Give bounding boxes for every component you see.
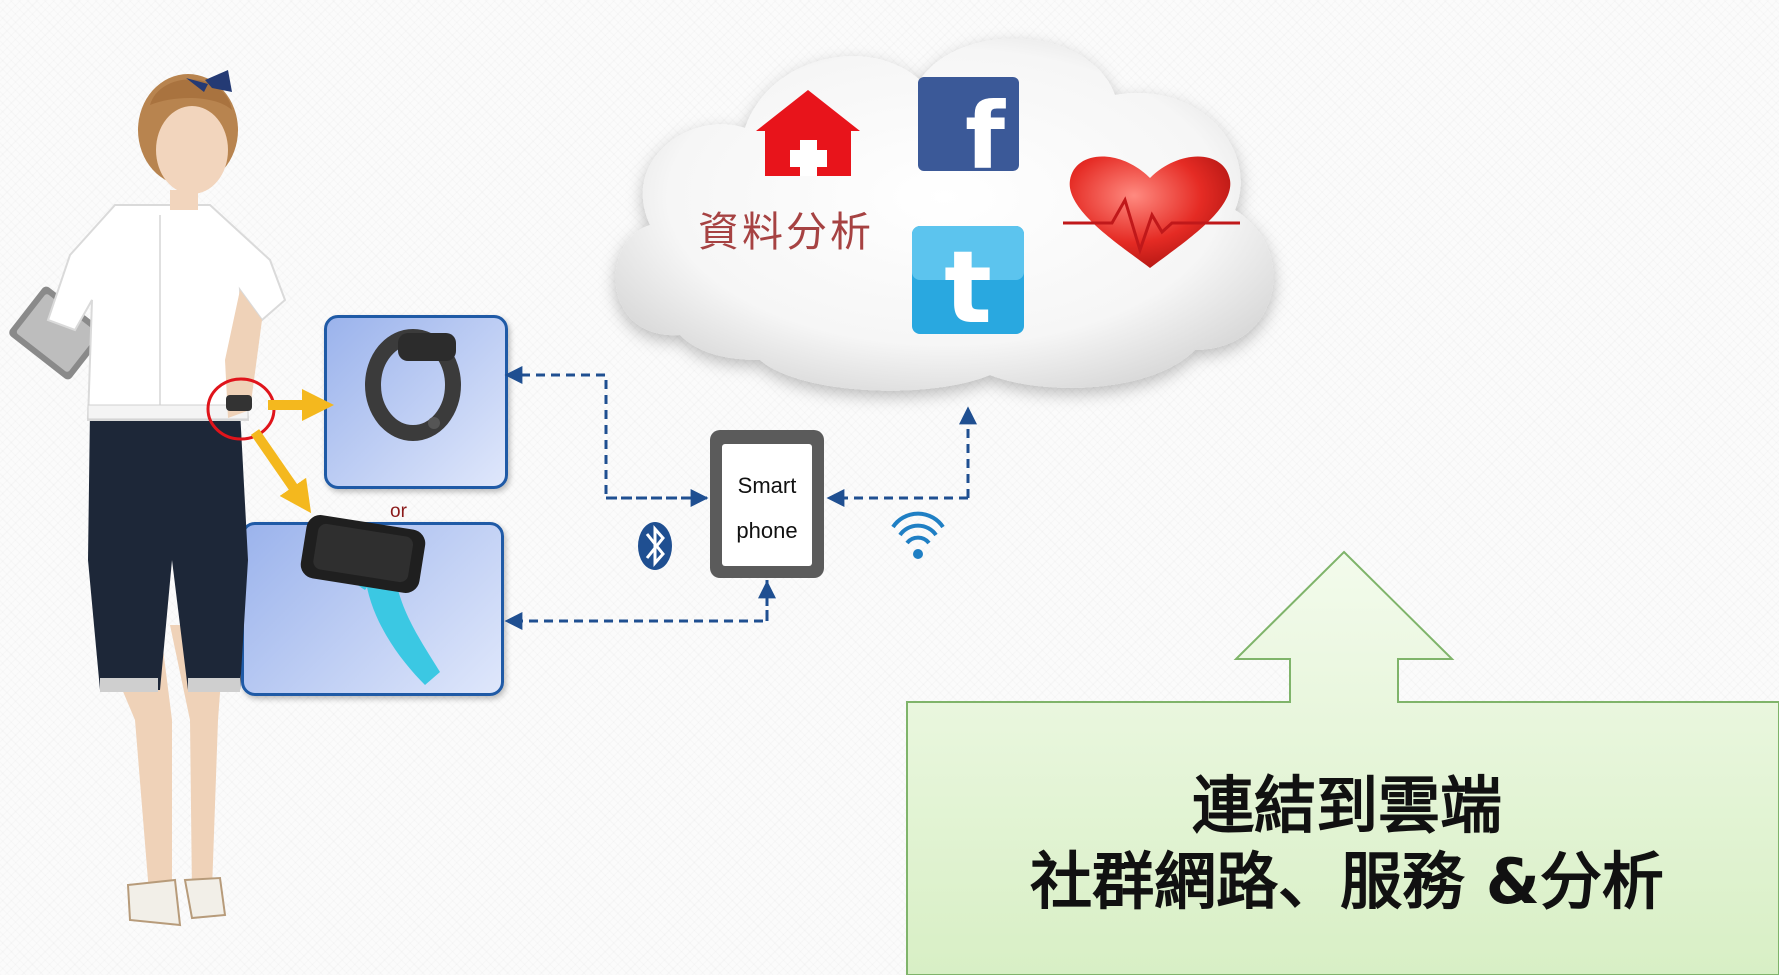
svg-text:t: t — [944, 229, 992, 346]
pointer-arrows — [250, 388, 335, 514]
callout-line1: 連結到雲端 — [1191, 769, 1502, 842]
callout-text: 連結到雲端 社群網路、服務 &分析 — [907, 768, 1779, 920]
heart-pulse-icon — [1063, 156, 1240, 268]
person-figure — [9, 70, 287, 927]
svg-text:f: f — [965, 83, 1006, 190]
facebook-icon: f — [918, 77, 1019, 190]
wifi-icon — [891, 511, 945, 559]
connection-lines — [504, 366, 977, 630]
smartphone-icon — [710, 430, 824, 578]
hospital-icon — [756, 90, 860, 176]
bluetooth-icon — [638, 522, 672, 570]
phone-label-line2: phone — [736, 518, 798, 543]
or-label: or — [390, 501, 407, 522]
cloud-label: 資料分析 — [698, 208, 874, 256]
callout-shape — [906, 550, 1779, 975]
smartwatch-image — [300, 515, 440, 685]
twitter-icon: t — [912, 226, 1024, 346]
fitness-band-image — [365, 329, 461, 441]
callout-line2: 社群網路、服務 &分析 — [1030, 845, 1664, 918]
phone-label-line1: Smart — [737, 473, 797, 498]
